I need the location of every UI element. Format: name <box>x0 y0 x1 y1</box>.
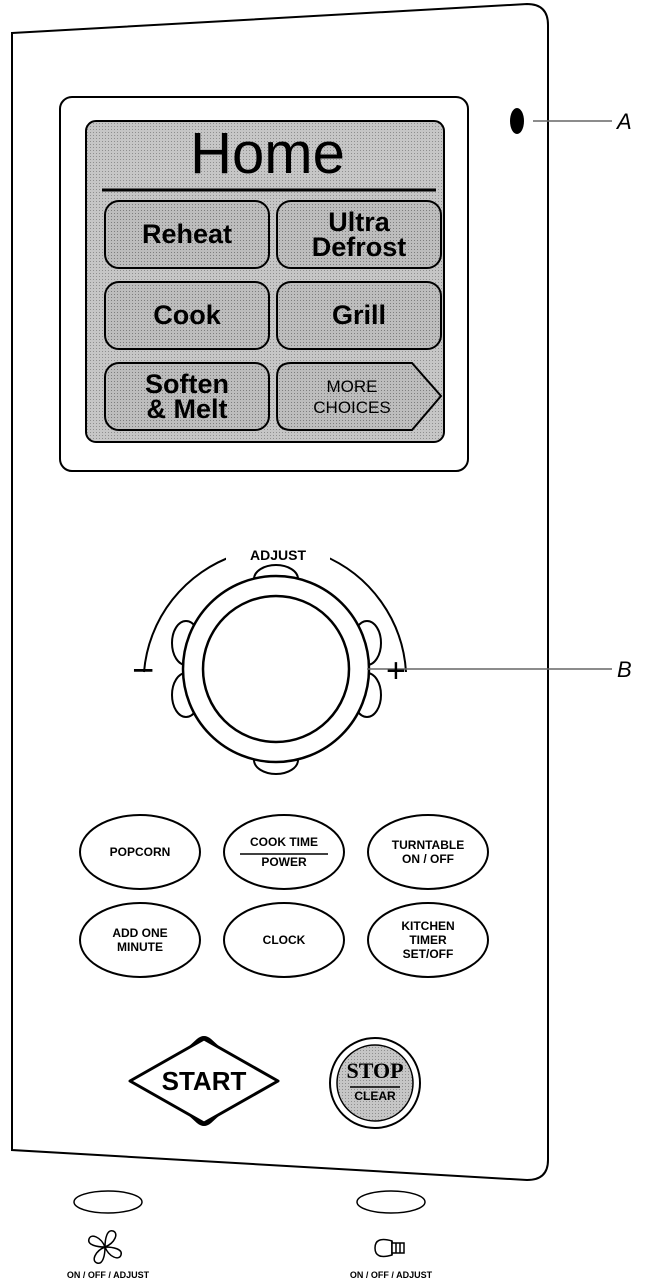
soften-melt-button[interactable] <box>104 362 270 431</box>
more-choices-button[interactable] <box>276 362 443 431</box>
fan-icon <box>88 1230 122 1264</box>
kitchen-timer-button[interactable] <box>367 902 489 978</box>
grill-label: Grill <box>331 300 386 330</box>
grill-button[interactable] <box>276 281 442 350</box>
popcorn-button[interactable] <box>79 814 201 890</box>
light-control[interactable] <box>356 1190 426 1214</box>
light-label: ON / OFF / ADJUST <box>349 1270 433 1280</box>
kitchen-timer-label: KITCHEN TIMER SET/OFF <box>401 919 455 961</box>
add-one-minute-button[interactable] <box>79 902 201 978</box>
screen-title: Home <box>190 121 345 186</box>
clear-label: CLEAR <box>354 1089 396 1103</box>
light-bulb-icon <box>374 1238 405 1258</box>
callout-b: B <box>617 657 632 682</box>
adjust-label: ADJUST <box>226 547 330 563</box>
start-button-shape[interactable] <box>128 1037 280 1125</box>
plus-label: + <box>386 652 406 690</box>
stop-label: STOP <box>346 1058 404 1083</box>
ultra-defrost-label: Ultra Defrost <box>311 206 407 262</box>
clock-button[interactable] <box>223 902 345 978</box>
fan-control[interactable] <box>73 1190 143 1214</box>
more-choices-label: MORE CHOICES <box>313 376 391 417</box>
start-label: START <box>161 1066 247 1096</box>
adjust-arc-right <box>321 554 407 673</box>
cook-button[interactable] <box>104 281 270 350</box>
callout-a: A <box>617 109 632 134</box>
turntable-button[interactable] <box>367 814 489 890</box>
popcorn-label: POPCORN <box>109 845 171 859</box>
cook-time-button[interactable] <box>223 814 345 890</box>
stop-button-inner[interactable] <box>336 1044 414 1122</box>
soften-melt-label: Soften & Melt <box>145 368 229 424</box>
indicator-light <box>510 108 524 134</box>
turntable-label: TURNTABLE ON / OFF <box>391 838 465 866</box>
fan-label: ON / OFF / ADJUST <box>66 1270 150 1280</box>
add-one-minute-label: ADD ONE MINUTE <box>112 926 168 954</box>
reheat-button[interactable] <box>104 200 270 269</box>
reheat-label: Reheat <box>141 219 233 249</box>
adjust-arc <box>143 554 237 673</box>
clock-label: CLOCK <box>262 933 306 947</box>
ultra-defrost-button[interactable] <box>276 200 442 269</box>
cook-label: Cook <box>153 300 221 330</box>
minus-label: − <box>132 650 155 692</box>
cook-time-label: COOK TIME POWER <box>250 835 318 869</box>
